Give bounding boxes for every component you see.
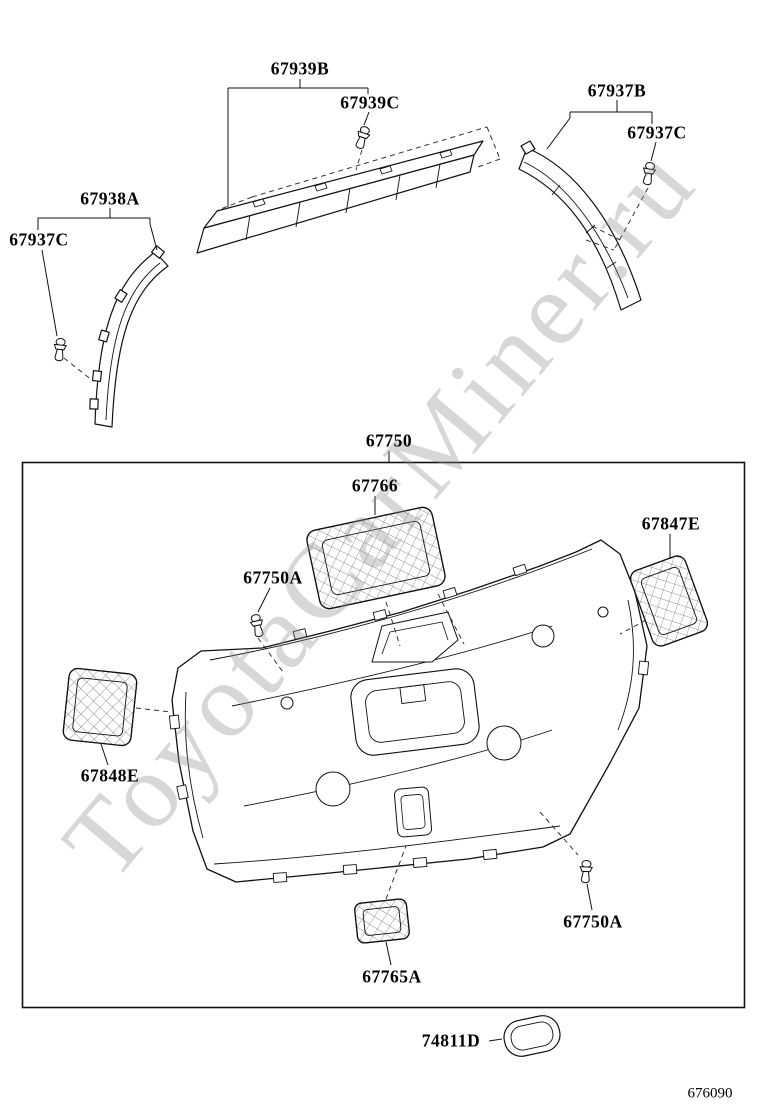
clip-67939C-drawing: [352, 124, 373, 151]
panel-section-frame: [21, 461, 746, 1009]
part-label-67937c-right: 67937C: [627, 122, 687, 143]
cover-67765A-drawing: [354, 898, 410, 944]
clip-67937C-left-drawing: [52, 337, 68, 362]
part-label-67939b: 67939B: [270, 58, 330, 79]
part-label-74811d: 74811D: [421, 1030, 481, 1051]
part-label-67937b: 67937B: [587, 80, 647, 101]
cover-67848E-drawing: [62, 667, 138, 747]
cover-67847E-drawing: [630, 555, 708, 647]
stopper-74811D-drawing: [503, 1015, 561, 1057]
panel-67766-drawing: [306, 506, 446, 610]
part-label-67750: 67750: [365, 430, 413, 451]
part-label-67765a: 67765A: [362, 966, 422, 987]
part-label-67937c-left: 67937C: [9, 229, 69, 250]
leader-lines: [37, 79, 671, 1042]
clip-67750A-upper-drawing: [248, 612, 267, 639]
diagram-code: 676090: [687, 1085, 733, 1102]
part-label-67750a-lower: 67750A: [563, 911, 623, 932]
garnish-67938A-drawing: [89, 245, 169, 428]
clip-67937C-right-drawing: [640, 161, 658, 187]
part-label-67750a-upper: 67750A: [243, 567, 303, 588]
clip-67750A-lower-drawing: [578, 859, 594, 884]
part-label-67848e: 67848E: [80, 765, 140, 786]
part-label-67847e: 67847E: [641, 513, 701, 534]
garnish-67939B-drawing: [196, 140, 484, 254]
part-label-67939c: 67939C: [340, 92, 400, 113]
part-label-67938a: 67938A: [80, 188, 140, 209]
garnish-67937B-drawing: [518, 140, 642, 311]
placement-dash-lines: [63, 126, 649, 900]
part-label-67766: 67766: [351, 475, 399, 496]
trim-board-67750-drawing: [168, 539, 650, 883]
